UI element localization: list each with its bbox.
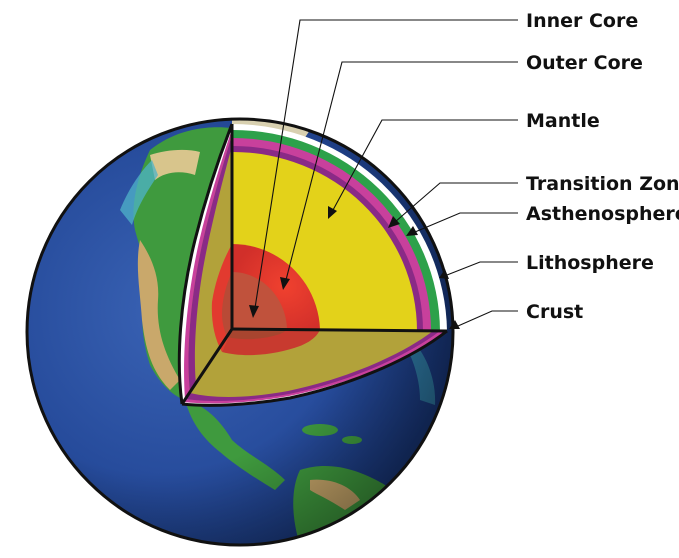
- leader-lines: [249, 19, 518, 329]
- label-lithosphere: Lithosphere: [526, 252, 654, 274]
- arrow-mantle: [328, 206, 337, 219]
- label-mantle: Mantle: [526, 110, 600, 132]
- leader-outer-core: [285, 61, 518, 281]
- leader-inner-core: [254, 19, 518, 309]
- layer-inner-core: [232, 272, 287, 329]
- leader-crust: [457, 310, 518, 327]
- side-face-left-transition: [188, 135, 232, 393]
- cut-edge-horizontal: [231, 327, 448, 333]
- arrow-lithosphere: [439, 269, 449, 279]
- leader-mantle: [332, 119, 518, 211]
- label-asthenosphere: Asthenosphere: [526, 203, 679, 225]
- label-inner-core: Inner Core: [526, 10, 638, 32]
- label-outer-core: Outer Core: [526, 52, 643, 74]
- leader-asthenosphere: [414, 212, 518, 233]
- inner-core-floor: [227, 329, 287, 340]
- arrow-transition-zone: [388, 216, 400, 228]
- arrow-inner-core: [249, 305, 259, 318]
- cutaway: [177, 123, 448, 407]
- label-crust: Crust: [526, 301, 583, 323]
- arrow-crust: [449, 320, 460, 329]
- arrow-asthenosphere: [406, 226, 418, 236]
- cut-edge-diagonal: [180, 328, 234, 405]
- cut-edge-floor-arc: [181, 329, 448, 407]
- floor-face-crust: [182, 331, 447, 406]
- leader-transition-zone: [394, 182, 518, 223]
- globe-outline: [25, 117, 455, 547]
- labels: Inner Core Outer Core Mantle Transition …: [526, 10, 679, 323]
- inner-core-side: [222, 272, 232, 337]
- arrow-outer-core: [280, 277, 290, 290]
- cut-edge-left-arc: [177, 123, 234, 405]
- leader-lithosphere: [446, 261, 518, 276]
- label-transition-zone: Transition Zone: [526, 173, 679, 195]
